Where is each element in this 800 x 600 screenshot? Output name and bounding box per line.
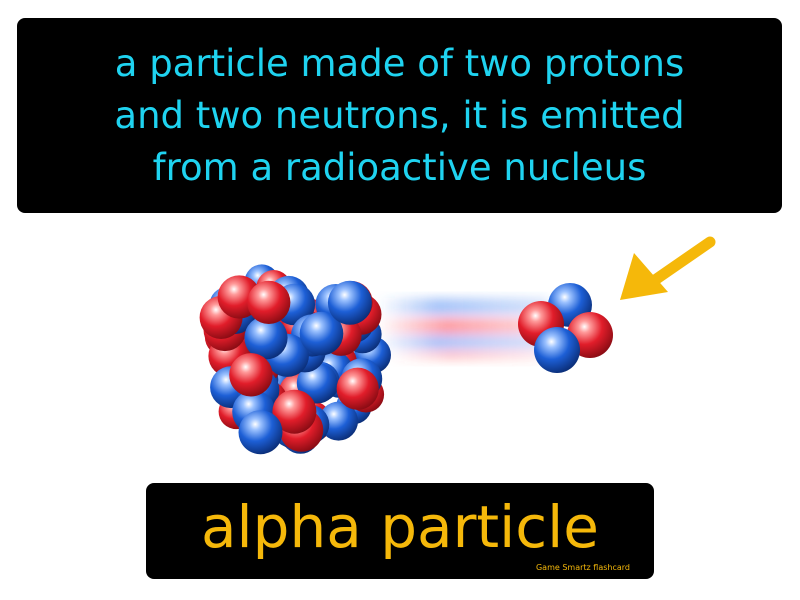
alpha-decay-illustration (199, 236, 716, 455)
proton-sphere (247, 280, 291, 324)
definition-line-1: a particle made of two protons (114, 41, 685, 85)
brand-label: Game Smartz flashcard (535, 563, 630, 572)
neutron-sphere (296, 362, 338, 404)
arrow-icon (620, 236, 716, 300)
neutron-sphere (299, 311, 344, 356)
definition-line-3: from a radioactive nucleus (152, 145, 647, 189)
definition-line-2: and two neutrons, it is emitted (114, 93, 685, 137)
neutron-sphere (244, 316, 288, 360)
neutron-sphere (238, 410, 283, 455)
neutron-sphere (327, 280, 372, 325)
alpha-particle-icon (518, 283, 613, 373)
definition-card: a particle made of two protons and two n… (17, 18, 782, 213)
proton-sphere (336, 367, 379, 410)
atomic-nucleus-icon (199, 264, 391, 455)
proton-sphere (229, 353, 273, 397)
neutron-sphere (319, 401, 358, 441)
term-card: alpha particle Game Smartz flashcard (146, 483, 654, 579)
term-title: alpha particle (201, 493, 599, 561)
motion-trail (378, 298, 548, 360)
proton-sphere (272, 389, 317, 434)
